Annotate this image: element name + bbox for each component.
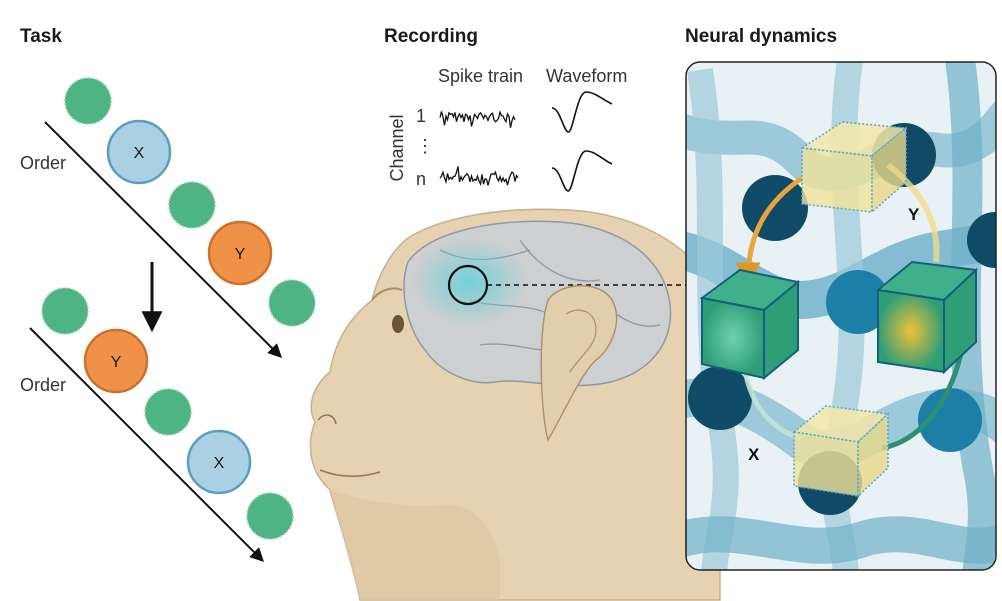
filler-stimulus [268,279,316,327]
order-label-2: Order [20,375,66,395]
task-title: Task [20,26,62,47]
monkey-illustration [309,208,721,601]
recording-site-glow [412,238,528,326]
monkey-eye [392,315,404,333]
dynamics-panel-border [685,61,997,571]
filler-stimulus [246,492,294,540]
spike-train-channel-n [439,166,519,187]
monkey-nostril [317,414,337,425]
channel-1-label: 1 [416,106,426,126]
dynamics-title: Neural dynamics [685,26,837,47]
order-arrow-2 [29,327,264,562]
spike-train-label: Spike train [438,66,523,86]
stimulus-x-label: X [134,145,145,162]
recording-title: Recording [384,26,478,47]
manifold-landscape [686,62,996,570]
monkey-ear [540,285,618,442]
state-node [742,175,808,241]
stimulus-y [207,220,273,286]
state-cube-top [799,121,909,214]
order-label-1: Order [20,153,66,173]
spike-train-channel-1 [439,110,516,128]
state-node [967,212,996,268]
task-sequence-2: Order Y X [20,287,294,562]
stimulus-y-label: Y [235,246,246,263]
waveform-label: Waveform [546,66,627,86]
channel-axis-label: Channel [387,114,407,181]
neural-dynamics-panel: Y X [685,61,997,571]
filler-stimulus [168,181,216,229]
monkey-mouth [319,469,381,477]
stimulus-x [186,429,252,495]
dynamics-label-y: Y [908,205,920,224]
stimulus-y [83,328,149,394]
waveform-channel-n [551,150,613,192]
stimulus-x-label: X [214,455,225,472]
trajectory-arc-light [742,369,801,441]
state-cube-bottom [792,405,890,498]
stimulus-x [106,119,172,185]
filler-stimulus [41,287,89,335]
filler-stimulus [64,77,112,125]
channel-ellipsis: ⋮ [416,136,434,156]
dynamics-label-x: X [748,445,760,464]
state-cube-x [699,268,801,381]
monkey-jaw [330,490,500,600]
stimulus-y-label: Y [111,354,122,371]
state-node [918,388,982,452]
transition-arrow-orange [735,175,804,288]
channel-n-label: n [416,169,426,189]
ridge [686,516,996,564]
filler-stimulus [144,388,192,436]
monkey-brow [371,287,403,301]
state-cube-y [875,260,979,375]
task-sequence-1: Order X Y [20,77,316,358]
order-arrow-1 [44,121,282,358]
ear-fold [565,309,597,373]
state-node [688,366,752,430]
waveform-channel-1 [551,91,613,133]
state-node [826,270,890,334]
